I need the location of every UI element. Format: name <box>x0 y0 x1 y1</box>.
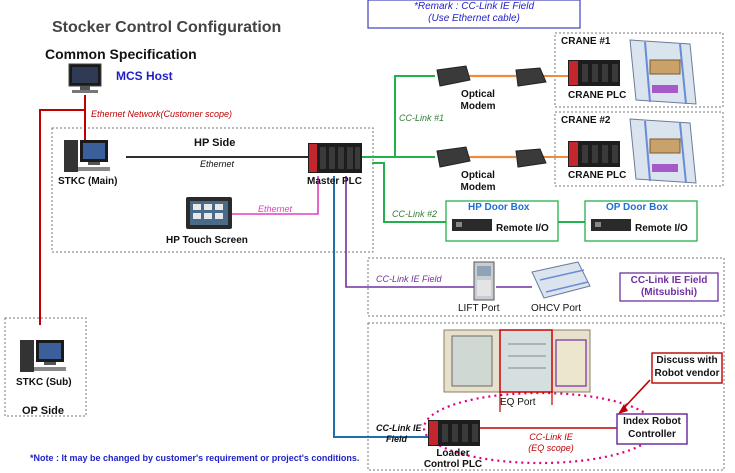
index-robot-line-2: Controller <box>628 429 676 440</box>
hp-door-box-label: HP Door Box <box>468 202 530 213</box>
hp-side-container <box>51 127 374 253</box>
ie-field-mitsubishi-line-2: (Mitsubishi) <box>640 287 698 298</box>
remark-box <box>367 0 581 29</box>
master-plc-label: Master PLC <box>307 176 363 187</box>
eq-port-icon <box>443 329 591 412</box>
crane-2-container <box>554 111 724 187</box>
loader-plc-line-2: Control PLC <box>423 459 483 470</box>
cc-link-2-label: CC-Link #2 <box>392 209 438 219</box>
mcs-host-label: MCS Host <box>116 69 173 83</box>
page-title: Stocker Control Configuration <box>52 19 282 36</box>
touchscreen-ethernet-line <box>232 176 319 215</box>
discuss-box <box>651 352 723 384</box>
crane-1-structure-icon <box>629 39 697 105</box>
stkc-main-label: STKC (Main) <box>58 176 118 187</box>
ie-field-mitsubishi-line-1: CC-Link IE Field <box>630 275 708 286</box>
loader-plc-line-1: Loader <box>436 448 470 459</box>
discuss-line-1: Discuss with <box>656 355 718 366</box>
mitsubishi-box <box>619 272 719 302</box>
master-plc-icon <box>308 143 362 173</box>
lift-port-label: LIFT Port <box>458 303 500 314</box>
index-robot-box <box>616 413 688 445</box>
optical-modem-2-line-1: Optical <box>461 170 495 181</box>
cc-link-2-line <box>372 162 446 223</box>
optical-modem-1-icon <box>436 65 547 87</box>
stkc-sub-computer-icon <box>20 340 66 372</box>
cc-link-1-line-a <box>362 75 435 158</box>
crane-2-plc-label: CRANE PLC <box>568 170 627 181</box>
crane-2-structure-icon <box>629 118 697 184</box>
stkc-main-computer-icon <box>64 140 110 172</box>
optical-modem-2-line-2: Modem <box>460 182 496 193</box>
eq-port-label: EQ Port <box>500 397 536 408</box>
ethernet-label-touchscreen: Ethernet <box>258 204 293 214</box>
remote-io-2-label: Remote I/O <box>635 223 688 234</box>
cc-link-ie-eq-line-1: CC-Link IE <box>529 432 573 442</box>
ethernet-label-main: Ethernet <box>200 159 235 169</box>
op-side-label: OP Side <box>22 405 64 417</box>
discuss-line-2: Robot vendor <box>654 368 720 379</box>
remote-io-2-icon <box>591 219 631 231</box>
optical-modem-1-line-1: Optical <box>461 89 495 100</box>
optical-modem-1-line-2: Modem <box>460 101 496 112</box>
remote-io-1-icon <box>452 219 492 231</box>
stkc-sub-label: STKC (Sub) <box>16 377 72 388</box>
page-subtitle: Common Specification <box>45 46 197 62</box>
cc-link-ie-eq-line-2: (EQ scope) <box>528 443 574 453</box>
remark-line-1: *Remark : CC-Link IE Field <box>413 1 535 12</box>
cc-link-1-label: CC-Link #1 <box>399 113 445 123</box>
crane-2-title: CRANE #2 <box>561 115 611 126</box>
ie-field-line <box>345 176 474 288</box>
cc-link-ie-field-left-line-1: CC-Link IE <box>376 423 422 433</box>
ohcv-port-label: OHCV Port <box>531 303 582 314</box>
hp-side-label: HP Side <box>194 137 236 149</box>
cc-link-ie-field-left-line-2: Field <box>386 434 408 444</box>
optical-modem-2-icon <box>436 146 547 168</box>
loader-container <box>367 322 725 471</box>
cc-link-ie-field-label: CC-Link IE Field <box>376 274 442 284</box>
hp-touch-screen-icon <box>186 197 232 229</box>
crane-1-title: CRANE #1 <box>561 36 611 47</box>
crane-1-container <box>554 32 724 108</box>
crane-1-plc-label: CRANE PLC <box>568 90 627 101</box>
hp-touch-screen-label: HP Touch Screen <box>166 235 248 246</box>
remote-io-1-label: Remote I/O <box>496 223 549 234</box>
loader-plc-icon <box>428 420 480 446</box>
loader-link-line <box>333 176 428 438</box>
footnote: *Note : It may be changed by customer's … <box>30 453 360 463</box>
crane-1-plc-icon <box>568 60 620 86</box>
op-side-container <box>4 317 87 417</box>
discuss-arrow-head <box>618 404 628 414</box>
discuss-arrow <box>621 379 651 411</box>
op-door-box-label: OP Door Box <box>606 202 669 213</box>
index-robot-line-1: Index Robot <box>623 416 681 427</box>
ie-field-container <box>367 257 725 317</box>
remark-line-2: (Use Ethernet cable) <box>428 13 520 24</box>
ohcv-port-icon <box>531 261 591 299</box>
crane-2-plc-icon <box>568 141 620 167</box>
ethernet-network-line <box>39 95 86 325</box>
lift-port-icon <box>473 261 495 301</box>
ethernet-network-label: Ethernet Network(Customer scope) <box>91 109 233 119</box>
mcs-host-computer-icon <box>68 63 102 93</box>
